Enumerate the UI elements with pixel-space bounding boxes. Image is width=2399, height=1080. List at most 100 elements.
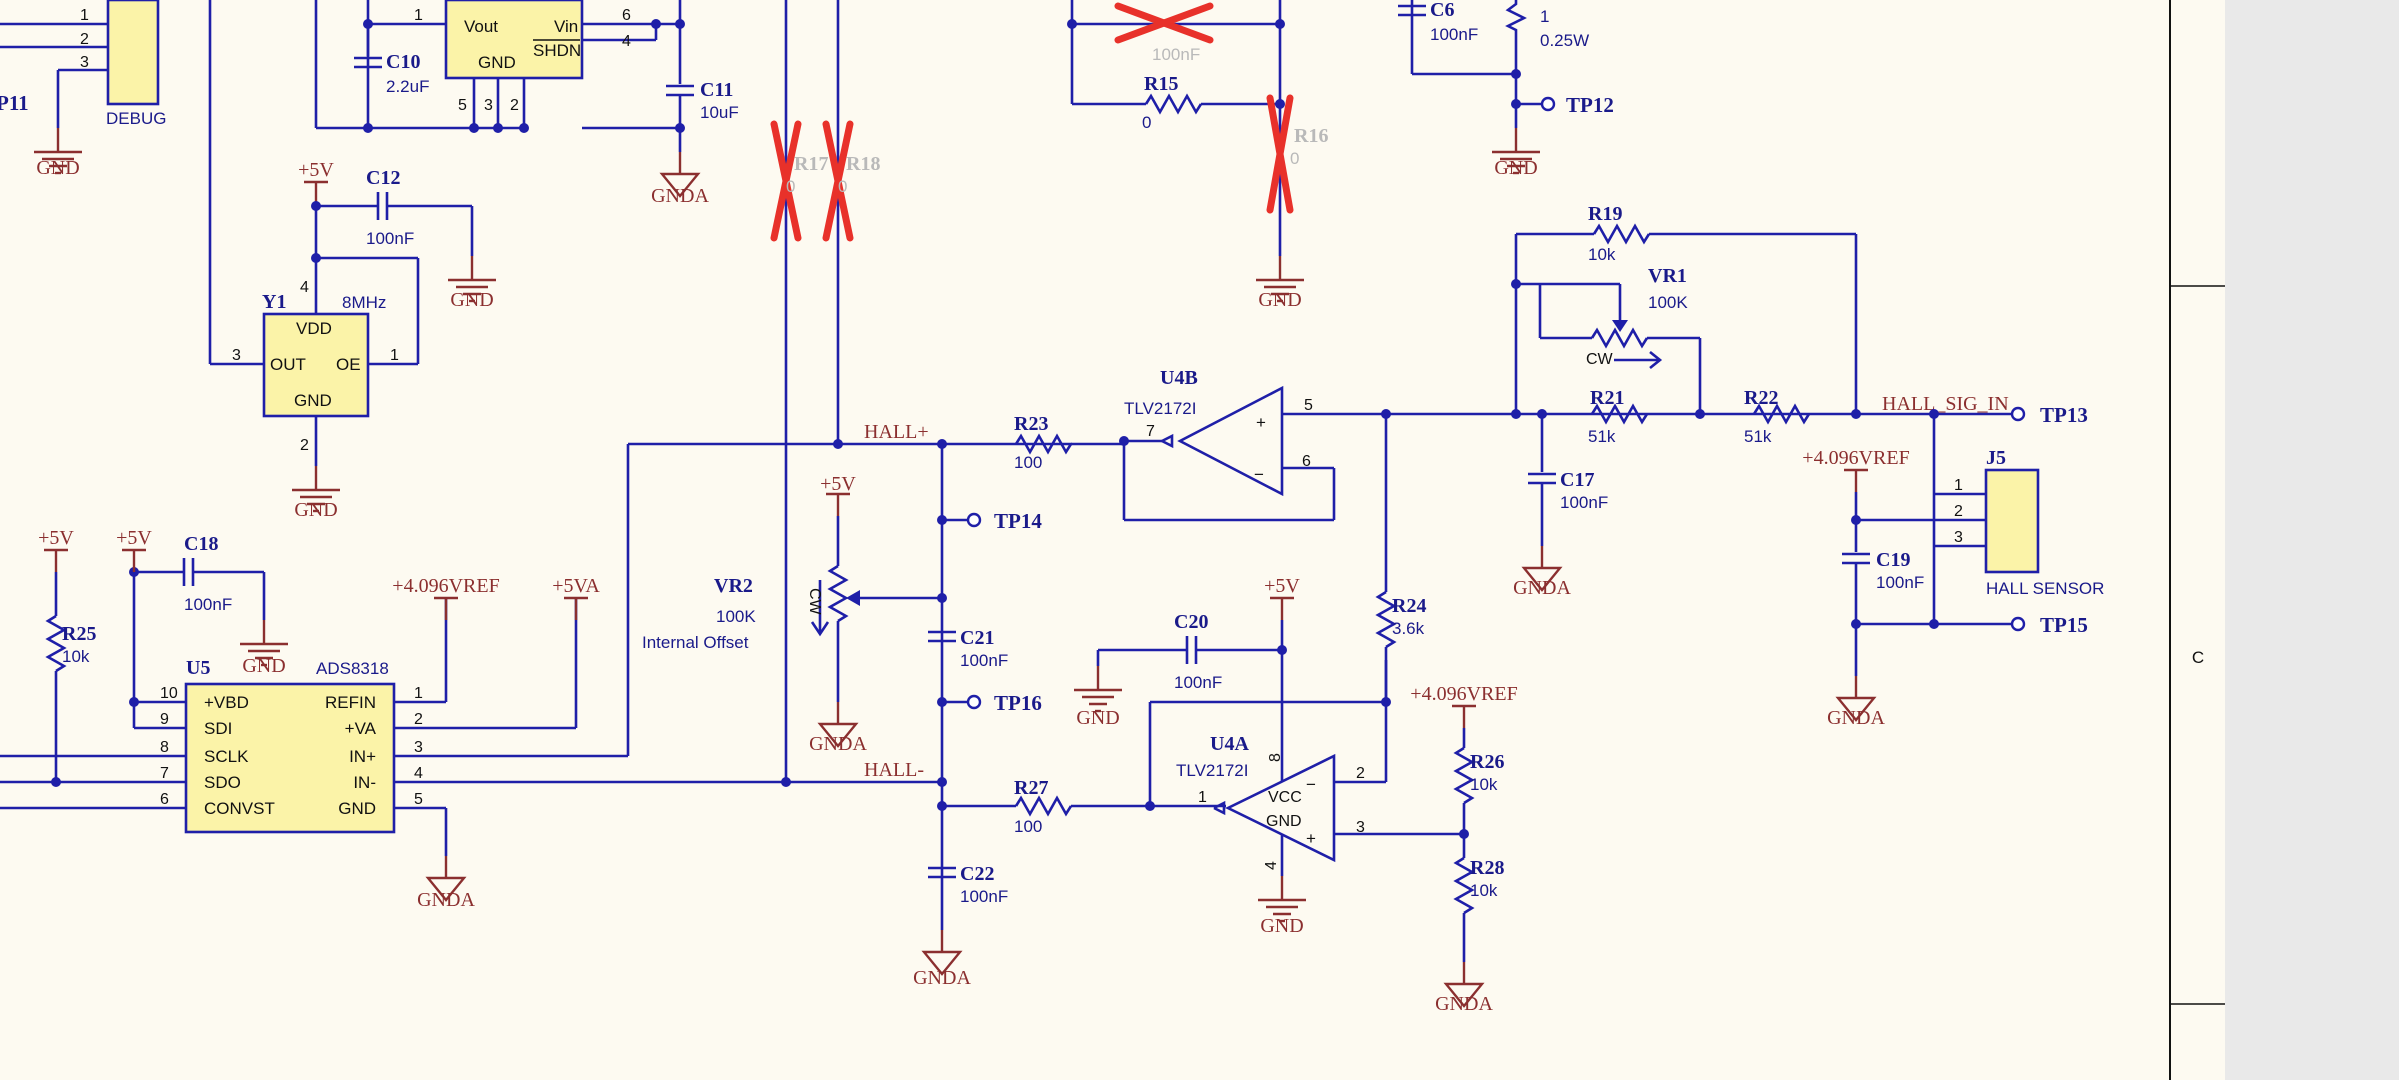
c11-value: 10uF <box>700 103 739 122</box>
u5-pin-name: SDI <box>204 719 232 738</box>
u4a-pin-4: 4 <box>1263 861 1280 870</box>
u5-pin-num: 9 <box>160 711 169 728</box>
c20-value: 100nF <box>1174 673 1222 692</box>
u5-pin-name: IN+ <box>349 747 376 766</box>
c22-designator: C22 <box>960 863 994 885</box>
r28-designator: R28 <box>1470 857 1504 879</box>
vr2-desc: Internal Offset <box>642 633 749 652</box>
gnda-label: GNDA <box>1827 707 1885 729</box>
j5-pin-1: 1 <box>1954 477 1963 494</box>
c-removed-value: 100nF <box>1152 45 1200 64</box>
c18-designator: C18 <box>184 533 218 555</box>
sheet-border: C <box>2169 0 2225 1080</box>
schematic-canvas: 1 2 3 DEBUG GND P11 Vout Vin GND SHDN 1 … <box>0 0 2225 1080</box>
c19-value: 100nF <box>1876 573 1924 592</box>
reg-shdn: SHDN <box>533 41 581 60</box>
gnd-label: GND <box>294 499 337 521</box>
vref-label: +4.096VREF <box>1410 683 1517 705</box>
u5-designator: U5 <box>186 657 210 679</box>
plus5v-label: +5V <box>298 159 334 181</box>
r19-designator: R19 <box>1588 203 1622 225</box>
u4a-plus: + <box>1306 829 1316 848</box>
r17-designator: R17 <box>794 153 828 175</box>
u4b-designator: U4B <box>1160 367 1198 389</box>
r25-designator: R25 <box>62 623 96 645</box>
r26-value: 10k <box>1470 775 1498 794</box>
viewer-gutter <box>2225 0 2399 1080</box>
c6-value: 100nF <box>1430 25 1478 44</box>
gnd-label: GND <box>1258 289 1301 311</box>
gnda-label: GNDA <box>913 967 971 989</box>
vr2-cw: CW <box>806 588 823 616</box>
c17-value: 100nF <box>1560 493 1608 512</box>
r17-r18: R17 0 R18 0 <box>770 0 880 782</box>
plus5v-label: +5V <box>820 473 856 495</box>
u5-pin-name: +VA <box>345 719 377 738</box>
r22-designator: R22 <box>1744 387 1778 409</box>
gnd-label: GND <box>36 157 79 179</box>
vref-label: +4.096VREF <box>392 575 499 597</box>
u4a-vcc: VCC <box>1268 789 1302 806</box>
r27-designator: R27 <box>1014 777 1048 799</box>
reg-pin-2: 2 <box>510 97 519 114</box>
j5-pin-2: 2 <box>1954 503 1963 520</box>
u5-pin-name: SCLK <box>204 747 249 766</box>
hall-input-network: HALL+ R23 100 TP14 +5V CW GNDA VR2 100K … <box>628 413 1124 930</box>
r21-designator: R21 <box>1590 387 1624 409</box>
debug-pin-2: 2 <box>80 31 89 48</box>
c20-designator: C20 <box>1174 611 1208 633</box>
u4b-part: TLV2172I <box>1124 399 1196 418</box>
c11-designator: C11 <box>700 79 733 101</box>
tp13-label: TP13 <box>2040 403 2088 427</box>
u5-pin-num: 2 <box>414 711 423 728</box>
u5-pin-name: SDO <box>204 773 241 792</box>
y1-vdd: VDD <box>296 319 332 338</box>
u5-part: ADS8318 <box>316 659 389 678</box>
r-top-value2: 0.25W <box>1540 31 1589 50</box>
gnda-label: GNDA <box>1435 993 1493 1015</box>
hall-sig-in-label: HALL_SIG_IN <box>1882 393 2009 415</box>
debug-pin-3: 3 <box>80 54 89 71</box>
regulator: Vout Vin GND SHDN 1 6 4 5 3 2 C10 2.2uF <box>314 0 739 207</box>
j5-label: HALL SENSOR <box>1986 579 2104 598</box>
c10-value: 2.2uF <box>386 77 429 96</box>
y1-gnd: GND <box>294 391 332 410</box>
reg-gnd: GND <box>478 53 516 72</box>
u4a-designator: U4A <box>1210 733 1249 755</box>
gnd-label: GND <box>1076 707 1119 729</box>
u5-pin-name: IN- <box>353 773 376 792</box>
u5-pin-num: 8 <box>160 739 169 756</box>
r18-value: 0 <box>838 177 847 196</box>
reg-pin-5: 5 <box>458 97 467 114</box>
c12-designator: C12 <box>366 167 400 189</box>
u5-pin-num: 4 <box>414 765 423 782</box>
vr1-value: 100K <box>1648 293 1688 312</box>
c6-designator: C6 <box>1430 0 1454 21</box>
y1-pin-1: 1 <box>390 347 399 364</box>
reg-pin-3: 3 <box>484 97 493 114</box>
r15-designator: R15 <box>1144 73 1178 95</box>
r-top-value1: 1 <box>1540 7 1549 26</box>
u5-pin-name: CONVST <box>204 799 275 818</box>
gnd-label: GND <box>242 655 285 677</box>
u4b-pin-5: 5 <box>1304 397 1313 414</box>
schematic-sheet: 1 2 3 DEBUG GND P11 Vout Vin GND SHDN 1 … <box>0 0 2225 1080</box>
vr2-value: 100K <box>716 607 756 626</box>
u4b-pin-7: 7 <box>1146 423 1155 440</box>
r21-value: 51k <box>1588 427 1616 446</box>
gnda-label: GNDA <box>809 733 867 755</box>
r22-value: 51k <box>1744 427 1772 446</box>
c17-designator: C17 <box>1560 469 1594 491</box>
top-center-network: 100nF R15 0 R16 0 GND <box>1067 0 1328 311</box>
r19-value: 10k <box>1588 245 1616 264</box>
u4a-minus: − <box>1306 775 1316 794</box>
plus5va-label: +5VA <box>552 575 600 597</box>
y1-value: 8MHz <box>342 293 386 312</box>
u5-pin-name: REFIN <box>325 693 376 712</box>
feedback-network: R19 10k VR1 100K CW R21 51k R22 51k <box>1282 203 2088 599</box>
r16-designator: R16 <box>1294 125 1328 147</box>
debug-header: 1 2 3 DEBUG GND P11 <box>0 0 166 179</box>
u4a-pin-8: 8 <box>1267 753 1284 762</box>
